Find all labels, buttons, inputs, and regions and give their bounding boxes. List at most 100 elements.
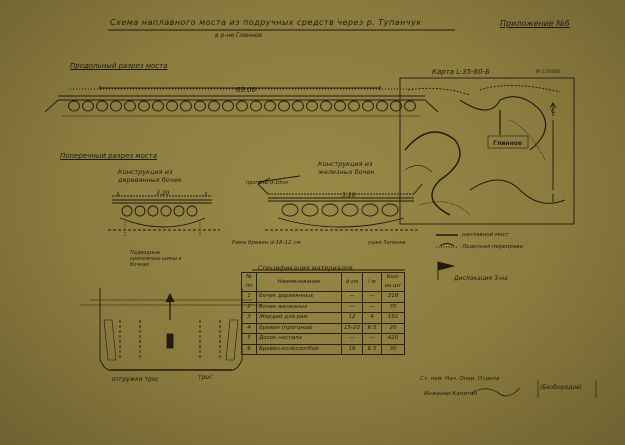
pontoon-barrel xyxy=(180,100,192,112)
row-length: — xyxy=(362,291,382,303)
row-number: 5 xyxy=(241,333,257,345)
plan-view xyxy=(80,288,262,371)
map xyxy=(399,77,575,225)
pontoon-barrel xyxy=(306,100,318,112)
row-length: 4 xyxy=(362,312,382,324)
signature-position: Ст. пом. Нач. Опер. Отдела xyxy=(420,376,500,382)
longitudinal-section-label: Продольный разрез моста xyxy=(70,62,168,70)
row-diameter: — xyxy=(341,333,363,345)
bridge-length-dimension: 69.00 xyxy=(236,86,257,94)
row-name: Досок настила xyxy=(256,333,342,345)
pontoon-barrel xyxy=(166,100,178,112)
col-quantity: Кол-во шт xyxy=(381,272,405,292)
row-name: Бочек деревянных xyxy=(256,291,342,303)
row-diameter: 15-20 xyxy=(341,322,363,334)
stakes-annotation: прогоны d-10см xyxy=(246,180,288,186)
signature-scribble xyxy=(471,387,521,397)
row-length: 6.5 xyxy=(362,322,382,334)
rope-label: трос xyxy=(198,374,213,381)
signature-rank: Инженер-Капитан xyxy=(424,391,478,397)
row-quantity: 70 xyxy=(381,301,405,313)
pontoon-barrel xyxy=(376,100,388,112)
pontoon-barrel xyxy=(250,100,262,112)
row-quantity: 20 xyxy=(381,322,405,334)
row-quantity: 30 xyxy=(381,343,405,355)
legend xyxy=(436,234,458,280)
row-length: — xyxy=(362,333,382,345)
document-title: Схема наплавного моста из подручных сред… xyxy=(110,18,422,27)
row-name: Бревен (прогонов) xyxy=(256,322,342,334)
width-dimension-left: 3.20 xyxy=(156,190,170,197)
map-label: Карта L-35-60-Б xyxy=(432,68,490,76)
rope-bottom-label: отгружки трос xyxy=(112,376,159,383)
name-brackets xyxy=(537,380,597,398)
yokes-annotation: ушки Запонки xyxy=(368,240,406,246)
pontoon-barrel xyxy=(264,100,276,112)
width-dimension-right: 3.20 xyxy=(342,192,356,199)
pontoon-barrel xyxy=(278,100,290,112)
row-diameter: — xyxy=(341,291,363,303)
map-scale: М-1:50000 xyxy=(536,70,561,75)
row-diameter: 18 xyxy=(341,343,363,355)
pontoon-barrel xyxy=(292,100,304,112)
iron-barrel-section xyxy=(257,175,423,231)
pontoon-barrel xyxy=(82,100,94,112)
row-number: 6 xyxy=(241,343,257,355)
pontoon-barrel xyxy=(208,100,220,112)
row-number: 2 xyxy=(241,301,257,313)
row-quantity: 192 xyxy=(381,312,405,324)
row-diameter: 12 xyxy=(341,312,363,324)
row-length: — xyxy=(362,301,382,313)
longitudinal-bridge xyxy=(44,86,439,117)
pontoon-barrel xyxy=(334,100,346,112)
spec-header-row: № пп Наименование d см l м Кол-во шт xyxy=(241,272,405,292)
wooden-barrels-label: Конструкция из деревянных бочек xyxy=(118,168,182,184)
row-number: 4 xyxy=(241,322,257,334)
appendix-label: Приложение №6 xyxy=(500,19,570,28)
row-name: Бочек железных xyxy=(256,301,342,313)
row-number: 1 xyxy=(241,291,257,303)
pontoon-barrel xyxy=(362,100,374,112)
row-number: 3 xyxy=(241,312,257,324)
col-name: Наименование xyxy=(256,272,342,292)
pontoon-barrel xyxy=(404,100,416,112)
legend-boat-label: Лодочная переправа xyxy=(462,244,523,250)
document-subtitle: в р-не Глинное xyxy=(215,32,263,39)
row-quantity: 218 xyxy=(381,291,405,303)
pontoon-barrel xyxy=(124,100,136,112)
wooden-barrel-section xyxy=(108,192,220,236)
legend-dislocation-label: Дислокация 3-на xyxy=(454,275,508,282)
frame-annotation: Рама бревен d-18-12 см xyxy=(232,240,301,246)
col-length: l м xyxy=(362,272,382,292)
pontoon-barrel xyxy=(138,100,150,112)
row-diameter: — xyxy=(341,301,363,313)
row-length: 6.5 xyxy=(362,343,382,355)
col-diameter: d см xyxy=(341,272,363,292)
col-number: № пп xyxy=(241,272,257,292)
spec-title: Спецификация материалов xyxy=(258,264,353,272)
pontoon-barrel xyxy=(152,100,164,112)
pontoon-barrel xyxy=(236,100,248,112)
legend-bridge-label: наплавной мост xyxy=(462,232,509,238)
map-place-name: Глинное xyxy=(493,140,522,147)
signature-name: (Безбородов) xyxy=(540,384,582,391)
iron-barrels-label: Конструкция из железных бочек xyxy=(318,160,375,176)
anchor-note: Подводные крепежные шины к бочкам xyxy=(130,250,182,268)
pontoon-barrel xyxy=(320,100,332,112)
pontoon-barrel xyxy=(390,100,402,112)
transverse-section-label: Поперечный разрез моста xyxy=(60,152,158,160)
pontoon-barrel xyxy=(348,100,360,112)
pontoon-barrel xyxy=(96,100,108,112)
row-quantity: 420 xyxy=(381,333,405,345)
row-name: Жердей для рам xyxy=(256,312,342,324)
pontoon-barrel xyxy=(110,100,122,112)
